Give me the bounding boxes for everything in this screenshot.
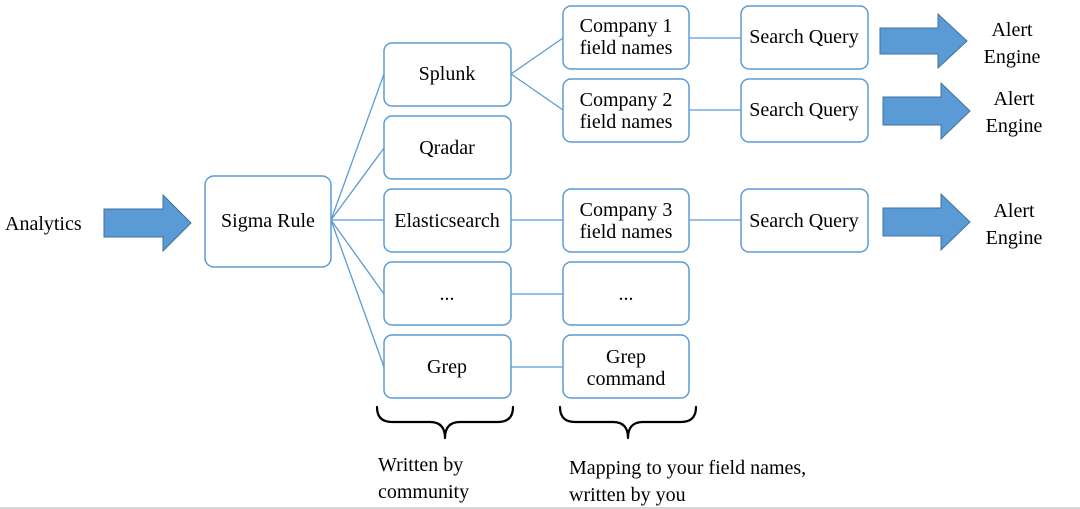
analytics-label: Analytics: [5, 213, 82, 235]
input-arrow: [103, 193, 192, 253]
mapping-ellipsis-label: ...: [619, 283, 634, 305]
mapping-company2-line2: field names: [580, 111, 673, 133]
search-query-box-3: [740, 188, 869, 253]
connector-sigma-grep: [330, 219, 385, 368]
alert-arrow-3: [882, 192, 971, 252]
sigma-rule-label: Sigma Rule: [221, 210, 315, 232]
search-query-label-3: Search Query: [749, 210, 858, 232]
connector-sigma-qradar: [330, 147, 385, 221]
backend-label-ellipsis: ...: [440, 283, 455, 305]
connector-splunk-company2: [510, 73, 564, 111]
mapping-box-company1: [562, 5, 690, 70]
mapping-company3-line2: field names: [580, 221, 673, 243]
mapping-grep-line1: Grep: [606, 346, 646, 368]
connectors: [330, 37, 741, 368]
bottom-divider: [0, 507, 1080, 509]
connector-sigma-ellipsis: [330, 219, 385, 295]
community-caption-line2: community: [378, 481, 469, 503]
search-query-box-2: [740, 78, 869, 143]
user-caption-line1: Mapping to your field names,: [569, 457, 806, 479]
backend-box-ellipsis: [383, 261, 512, 326]
alert-arrow-1: [879, 12, 968, 70]
user-brace: [558, 405, 698, 440]
search-query-label-1: Search Query: [749, 26, 858, 48]
mapping-box-grep: [562, 334, 690, 399]
backend-label-grep: Grep: [427, 356, 467, 378]
mapping-box-ellipsis: [562, 261, 690, 326]
alert-engine-1-line1: Alert: [991, 19, 1033, 41]
backend-box-qradar: [383, 115, 512, 180]
backend-label-qradar: Qradar: [419, 137, 475, 159]
community-brace: [375, 405, 515, 440]
search-query-label-2: Search Query: [749, 99, 858, 121]
connector-sigma-splunk: [330, 73, 385, 221]
alert-arrow-2: [882, 81, 971, 141]
mapping-box-company2: [562, 78, 690, 143]
community-caption-line1: Written by: [378, 454, 463, 476]
query-column: Search Query Search Query Search Query: [740, 5, 869, 253]
backend-column: Splunk Qradar Elasticsearch ... Grep: [383, 42, 512, 399]
mapping-column: Company 1 field names Company 2 field na…: [562, 5, 690, 399]
alert-engine-2-line1: Alert: [993, 88, 1035, 110]
alert-engine-3-line1: Alert: [993, 200, 1035, 222]
alert-engine-1-line2: Engine: [984, 46, 1041, 68]
mapping-company1-line1: Company 1: [580, 15, 673, 37]
backend-box-splunk: [383, 42, 512, 107]
mapping-company3-line1: Company 3: [580, 199, 673, 221]
connector-splunk-company1: [510, 37, 564, 75]
backend-box-grep: [383, 334, 512, 399]
backend-box-elasticsearch: [383, 188, 512, 253]
mapping-company2-line1: Company 2: [580, 89, 673, 111]
user-caption-line2: written by you: [569, 484, 686, 506]
mapping-box-company3: [562, 188, 690, 253]
search-query-box-1: [740, 5, 869, 70]
backend-label-elasticsearch: Elasticsearch: [394, 210, 500, 232]
mapping-grep-line2: command: [587, 368, 666, 390]
sigma-rule-box: [204, 175, 332, 268]
alert-engine-2-line2: Engine: [986, 115, 1043, 137]
alert-engine-3-line2: Engine: [986, 227, 1043, 249]
backend-label-splunk: Splunk: [419, 63, 476, 85]
mapping-company1-line2: field names: [580, 37, 673, 59]
